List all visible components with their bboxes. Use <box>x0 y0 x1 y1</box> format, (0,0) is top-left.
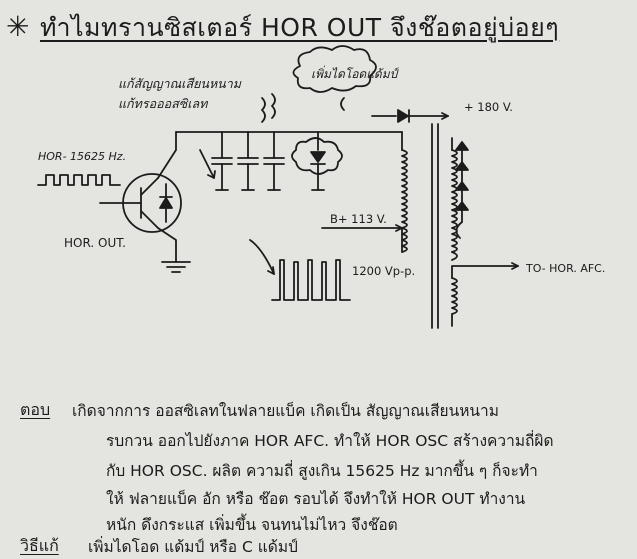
answer-line-1: เกิดจากการ ออสซิเลทในฟลายแบ็ค เกิดเป็น ส… <box>72 402 499 420</box>
asterisk-icon: ✳ <box>6 10 30 43</box>
afc-winding <box>451 277 458 315</box>
answer-line-2: รบกวน ออกไปยังภาค HOR AFC. ทำให้ HOR OSC… <box>106 432 554 450</box>
answer-label: ตอบ <box>20 400 51 419</box>
fix-text: เพิ่มไดโอด แด้มป์ หรือ C แด้มป์ <box>88 538 298 556</box>
answer-line-3: กับ HOR OSC. ผลิต ความถี่ สูงเกิน 15625 … <box>106 462 538 480</box>
cloud-note-add-diode: เพิ่มไดโอดแด้มป์ <box>311 67 398 81</box>
label-b-plus-113v: B+ 113 V. <box>330 212 387 226</box>
page-title: ✳ ทำไมทรานซิสเตอร์ HOR OUT จึงช๊อตอยู่บ่อ… <box>6 8 559 48</box>
fix-label: วิธีแก้ <box>20 536 59 555</box>
answer-line-4: ให้ ฟลายแบ็ค อัก หรือ ช๊อต รอบได้ จึงทำใ… <box>106 490 526 508</box>
damper-capacitors <box>211 131 285 191</box>
label-hor-input: HOR- 15625 Hz. <box>38 150 127 163</box>
answer-line-5: หนัก ดึงกระแส เพิ่มขึ้น จนทนไม่ไหว จึงช๊… <box>106 516 398 534</box>
secondary-winding <box>451 149 458 253</box>
label-1200vpp: 1200 Vp-p. <box>352 264 416 278</box>
input-pulse-waveform <box>37 174 121 186</box>
primary-winding <box>401 149 408 253</box>
added-damper-diode <box>291 131 343 191</box>
note-fix-spike: แก้สัญญาณเสียนหนาม <box>118 76 241 91</box>
note-cloud <box>292 45 377 93</box>
label-hor-out: HOR. OUT. <box>64 236 126 250</box>
label-plus-180v: + 180 V. <box>464 100 513 114</box>
label-to-hor-afc: TO- HOR. AFC. <box>526 262 606 275</box>
note-fix-oscillate: แก้ทรอออสซิเลท <box>118 96 208 111</box>
title-text: ทำไมทรานซิสเตอร์ HOR OUT จึงช๊อตอยู่บ่อย… <box>39 13 560 42</box>
hv-pulse-waveform <box>271 259 351 301</box>
